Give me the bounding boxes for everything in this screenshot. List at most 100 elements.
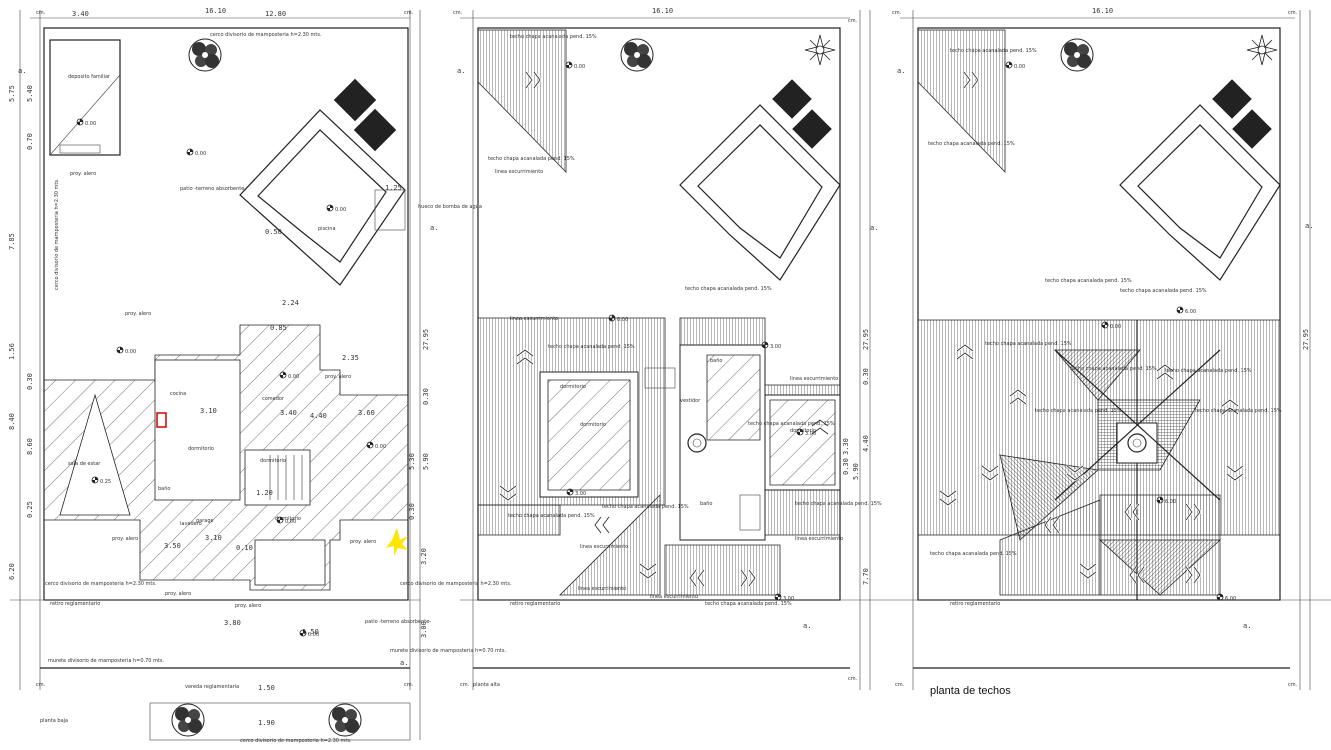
note-label: retiro reglamentario xyxy=(50,601,100,607)
note-label: techo chapa acanalada pend. 15% xyxy=(1165,368,1252,374)
section-marker: a. xyxy=(897,67,905,75)
section-marker: a. xyxy=(1243,622,1251,630)
ground-floor-plan xyxy=(10,10,421,741)
note-label: techo chapa acanalada pend. 15% xyxy=(1070,366,1157,372)
dimension-label: 27.95 xyxy=(422,329,430,350)
dimension-label: 0.85 xyxy=(270,324,287,332)
room-label: dormitorio xyxy=(260,458,286,464)
level-label: 0.00 xyxy=(1110,324,1121,330)
level-label: 0.00 xyxy=(285,519,296,525)
dimension-label: 3.40 xyxy=(280,409,297,417)
dimension-label: 7.70 xyxy=(862,568,870,585)
dimension-label: 1.50 xyxy=(302,628,319,636)
corner-mark: cm. xyxy=(848,676,858,682)
level-label: 3.00 xyxy=(805,431,816,437)
room-label: vestidor xyxy=(680,398,701,404)
level-label: 3.00 xyxy=(770,344,781,350)
section-marker: a. xyxy=(457,67,465,75)
room-label: baño xyxy=(158,486,170,492)
level-label: 0.00 xyxy=(335,207,346,213)
dimension-label: 1.20 xyxy=(256,489,273,497)
note-label: linea escurrimiento xyxy=(795,536,843,542)
dimension-label: 27.95 xyxy=(862,329,870,350)
corner-mark: cm. xyxy=(404,10,414,16)
note-label: cerco divisorio de mamposteria h=2.30 mt… xyxy=(54,178,60,290)
corner-mark: cm. xyxy=(36,682,46,688)
dimension-label: 1.56 xyxy=(8,343,16,360)
dimension-label: 0.30 xyxy=(26,373,34,390)
note-label: techo chapa acanalada pend. 15% xyxy=(928,141,1015,147)
room-label: dormitorio xyxy=(560,384,586,390)
note-label: cerco divisorio de mamposteria h=2.30 mt… xyxy=(210,32,322,38)
level-label: 6.00 xyxy=(1225,596,1236,602)
dimension-label: 5.75 xyxy=(8,85,16,102)
dimension-label: 4.40 xyxy=(310,412,327,420)
dimension-label: 1.90 xyxy=(258,719,275,727)
dimension-label: 1.25 xyxy=(385,184,402,192)
dimension-label: 3.60 xyxy=(358,409,375,417)
room-label: lavadero xyxy=(180,521,202,527)
note-label: linea escurrimiento xyxy=(790,376,838,382)
dimension-label: 3.20 xyxy=(420,548,428,565)
room-label: garage xyxy=(196,518,214,524)
section-marker: a. xyxy=(1305,222,1313,230)
room-label: dormitorio xyxy=(275,516,301,522)
room-label: dormitorio xyxy=(580,422,606,428)
level-label: 0.25 xyxy=(100,479,111,485)
note-label: techo chapa acanalada pend. 15% xyxy=(985,341,1072,347)
note-label: murete divisorio de mamposteria h=0.70 m… xyxy=(48,658,164,664)
note-label: retiro reglamentario xyxy=(510,601,560,607)
note-label: techo chapa acanalada pend. 15% xyxy=(602,504,689,510)
dimension-label: 0.50 xyxy=(265,228,282,236)
note-label: linea escurrimiento xyxy=(510,316,558,322)
note-label: techo chapa acanalada pend. 15% xyxy=(508,513,595,519)
dimension-label: 7.85 xyxy=(8,233,16,250)
dimension-label: 16.10 xyxy=(652,7,673,15)
note-label: techo chapa acanalada pend. 15% xyxy=(950,48,1037,54)
level-label: 0.00 xyxy=(125,349,136,355)
level-label: 3.00 xyxy=(783,596,794,602)
note-label: proy. alero xyxy=(112,536,138,542)
dimension-label: 5.90 xyxy=(422,453,430,470)
section-marker: a. xyxy=(18,67,26,75)
note-label: techo chapa acanalada pend. 15% xyxy=(748,421,835,427)
level-label: 0.00 xyxy=(288,374,299,380)
dimension-label: 2.24 xyxy=(282,299,299,307)
dimension-label: 3.80 xyxy=(224,619,241,627)
dimension-label: 0.30 xyxy=(408,503,416,520)
note-label: linea escurrimiento xyxy=(578,586,626,592)
note-label: proy. alero xyxy=(125,311,151,317)
dimension-label: 0.70 xyxy=(26,133,34,150)
note-label: proy. alero xyxy=(70,171,96,177)
dimension-label: 27.95 xyxy=(1302,329,1310,350)
dimension-label: 3.00 xyxy=(420,621,428,638)
note-label: techo chapa acanalada pend. 15% xyxy=(548,344,635,350)
note-label: linea escurrimiento xyxy=(495,169,543,175)
sheet-title: planta baja xyxy=(40,718,68,724)
corner-mark: cm. xyxy=(453,10,463,16)
dimension-label: 0.25 xyxy=(26,501,34,518)
note-label: proy. alero xyxy=(235,603,261,609)
room-label: sala de estar xyxy=(68,461,101,467)
corner-mark: cm. xyxy=(848,18,858,24)
level-label: 0.00 xyxy=(195,151,206,157)
dimension-label: 2.35 xyxy=(342,354,359,362)
dimension-label: 3.30 xyxy=(842,438,850,455)
level-label: 0.00 xyxy=(574,64,585,70)
dimension-label: 0.30 xyxy=(862,368,870,385)
note-label: techo chapa acanalada pend. 15% xyxy=(510,34,597,40)
level-label: 0.00 xyxy=(1014,64,1025,70)
dimension-label: 5.40 xyxy=(26,85,34,102)
note-label: techo chapa acanalada pend. 15% xyxy=(1120,288,1207,294)
dimension-label: 8.60 xyxy=(26,438,34,455)
corner-mark: cm. xyxy=(1288,682,1298,688)
dimension-label: 16.10 xyxy=(205,7,226,15)
level-label: 0.00 xyxy=(308,632,319,638)
note-label: hueco de bomba de agua xyxy=(418,204,482,210)
dimension-label: 0.30 xyxy=(422,388,430,405)
note-label: techo chapa acanalada pend. 15% xyxy=(1045,278,1132,284)
level-label: 0.00 xyxy=(375,444,386,450)
level-label: 3.00 xyxy=(575,491,586,497)
dimension-label: 12.80 xyxy=(265,10,286,18)
